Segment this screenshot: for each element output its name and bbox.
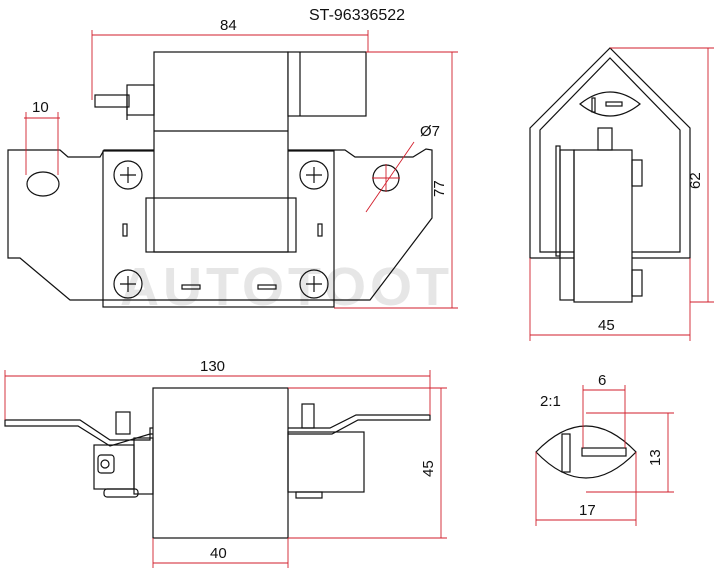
bottom-stud <box>301 403 315 429</box>
detail-scale-label: 2:1 <box>540 393 561 410</box>
side-mount <box>559 149 575 301</box>
dim-label-17: 17 <box>579 502 596 519</box>
connector-blade-slot <box>581 447 627 457</box>
bottom-connector-blade <box>97 454 115 474</box>
bottom-stud <box>115 411 131 435</box>
screw-icon <box>299 160 329 190</box>
screw-icon <box>113 160 143 190</box>
dim-label-45-bottom: 45 <box>420 460 437 477</box>
bracket-slot <box>181 284 201 290</box>
connector-pin <box>605 101 623 107</box>
side-outline <box>529 47 691 259</box>
bottom-view: 130 45 40 <box>4 358 447 568</box>
bottom-plate <box>4 414 431 447</box>
dim-label-6: 6 <box>598 372 606 389</box>
connector-key <box>561 433 571 473</box>
bottom-housing <box>152 387 289 539</box>
dim-label-13: 13 <box>647 449 664 466</box>
bottom-connector-pin <box>100 459 110 469</box>
connector-head <box>579 91 641 117</box>
coil-housing <box>153 51 289 253</box>
bottom-tower-nut <box>295 491 323 499</box>
connector-pin <box>591 97 596 113</box>
side-view: 62 45 <box>529 47 714 341</box>
dim-label-45-side: 45 <box>598 317 615 334</box>
side-flange <box>555 145 561 257</box>
bottom-connector-nut <box>103 488 139 498</box>
nut-icon <box>631 159 643 297</box>
bracket-slot <box>317 223 323 237</box>
terminal-blade <box>94 94 130 108</box>
mount-slot <box>26 171 60 197</box>
housing-base <box>145 197 297 253</box>
mounting-plate <box>7 148 433 301</box>
part-number-title: ST-96336522 <box>309 7 405 24</box>
bracket-slot <box>257 284 277 290</box>
bottom-connector-body <box>133 437 154 495</box>
front-view: 84 10 Ø7 77 <box>7 17 458 309</box>
dim-label-10: 10 <box>32 99 49 116</box>
dim-label-77: 77 <box>431 180 448 197</box>
bracket-slot <box>122 223 128 237</box>
dim-label-84: 84 <box>220 17 237 34</box>
dim-label-hole: Ø7 <box>420 123 440 140</box>
dim-label-40: 40 <box>210 545 227 562</box>
dim-label-130: 130 <box>200 358 225 375</box>
side-body <box>573 149 633 303</box>
screw-icon <box>299 269 329 299</box>
dim-label-62: 62 <box>687 172 704 189</box>
bottom-tower <box>287 431 365 493</box>
side-terminal <box>597 127 613 151</box>
side-inner-outline <box>539 57 681 253</box>
connector-face <box>535 425 637 479</box>
dim-leader-hole <box>365 141 415 213</box>
screw-icon <box>113 269 143 299</box>
connector-detail: 2:1 6 13 17 <box>535 372 674 526</box>
terminal-block <box>126 84 155 116</box>
coil-tower <box>287 51 367 117</box>
